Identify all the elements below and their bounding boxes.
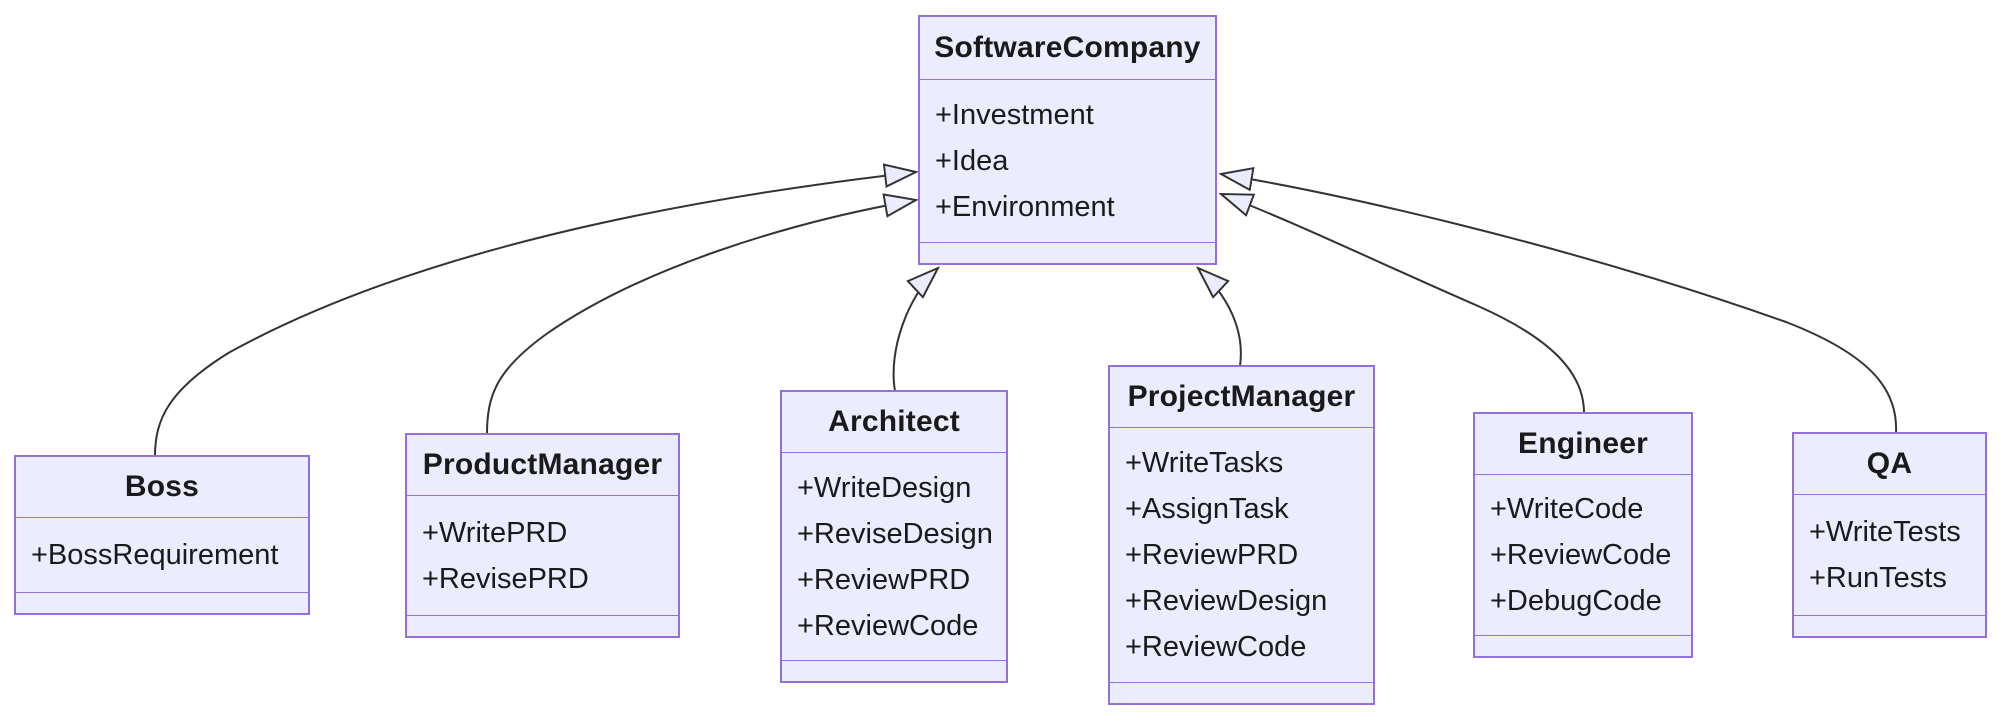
class-attribute: +WriteCode bbox=[1490, 493, 1644, 525]
class-box-softwarecompany: SoftwareCompany +Investment +Idea +Envir… bbox=[918, 15, 1217, 265]
edge-engineer-softwarecompany bbox=[1221, 194, 1585, 414]
class-title: QA bbox=[1794, 434, 1985, 495]
class-attribute: +WritePRD bbox=[422, 516, 568, 549]
class-attributes: +WritePRD +RevisePRD bbox=[407, 496, 678, 615]
class-box-qa: QA +WriteTests +RunTests bbox=[1792, 432, 1987, 638]
class-box-projectmanager: ProjectManager +WriteTasks +AssignTask +… bbox=[1108, 365, 1375, 705]
class-title: Boss bbox=[16, 457, 308, 518]
class-attribute: +Environment bbox=[935, 191, 1115, 223]
class-title: ProjectManager bbox=[1110, 367, 1373, 428]
edge-projectmanager-softwarecompany bbox=[1198, 268, 1242, 367]
class-attribute: +Investment bbox=[935, 99, 1094, 131]
class-attributes: +WriteTasks +AssignTask +ReviewPRD +Revi… bbox=[1110, 428, 1373, 682]
class-box-architect: Architect +WriteDesign +ReviseDesign +Re… bbox=[780, 390, 1008, 683]
class-attribute: +ReviseDesign bbox=[797, 517, 993, 550]
class-attributes: +WriteCode +ReviewCode +DebugCode bbox=[1475, 475, 1691, 635]
edge-architect-softwarecompany bbox=[892, 268, 938, 392]
class-box-productmanager: ProductManager +WritePRD +RevisePRD bbox=[405, 433, 680, 638]
class-attributes: +WriteDesign +ReviseDesign +ReviewPRD +R… bbox=[782, 453, 1006, 660]
edge-qa-softwarecompany bbox=[1221, 174, 1898, 434]
class-attribute: +WriteTests bbox=[1809, 516, 1961, 548]
class-attribute: +ReviewPRD bbox=[1125, 539, 1299, 571]
class-attribute: +AssignTask bbox=[1125, 493, 1289, 525]
class-attribute: +WriteDesign bbox=[797, 471, 972, 504]
class-attribute: +DebugCode bbox=[1490, 585, 1662, 617]
class-empty-section bbox=[920, 242, 1215, 263]
class-attribute: +ReviewCode bbox=[1125, 631, 1307, 663]
class-attribute: +ReviewCode bbox=[797, 609, 979, 642]
class-attribute: +RevisePRD bbox=[422, 562, 589, 595]
edge-boss-softwarecompany bbox=[154, 172, 916, 457]
class-attribute: +RunTests bbox=[1809, 562, 1947, 594]
class-attributes: +WriteTests +RunTests bbox=[1794, 495, 1985, 615]
class-attribute: +Idea bbox=[935, 145, 1009, 177]
class-title: ProductManager bbox=[407, 435, 678, 496]
class-empty-section bbox=[1110, 682, 1373, 703]
class-box-engineer: Engineer +WriteCode +ReviewCode +DebugCo… bbox=[1473, 412, 1693, 658]
class-title: Engineer bbox=[1475, 414, 1691, 475]
class-attributes: +BossRequirement bbox=[16, 518, 308, 592]
class-empty-section bbox=[782, 660, 1006, 681]
class-empty-section bbox=[407, 615, 678, 636]
class-attributes: +Investment +Idea +Environment bbox=[920, 80, 1215, 242]
edge-productmanager-softwarecompany bbox=[486, 200, 916, 435]
class-box-boss: Boss +BossRequirement bbox=[14, 455, 310, 615]
class-attribute: +ReviewPRD bbox=[797, 563, 971, 596]
class-attribute: +BossRequirement bbox=[31, 539, 279, 571]
class-attribute: +ReviewDesign bbox=[1125, 585, 1328, 617]
class-attribute: +WriteTasks bbox=[1125, 447, 1284, 479]
class-empty-section bbox=[16, 592, 308, 613]
class-attribute: +ReviewCode bbox=[1490, 539, 1672, 571]
class-empty-section bbox=[1475, 635, 1691, 656]
class-empty-section bbox=[1794, 615, 1985, 636]
class-title: SoftwareCompany bbox=[920, 17, 1215, 80]
class-title: Architect bbox=[782, 392, 1006, 453]
